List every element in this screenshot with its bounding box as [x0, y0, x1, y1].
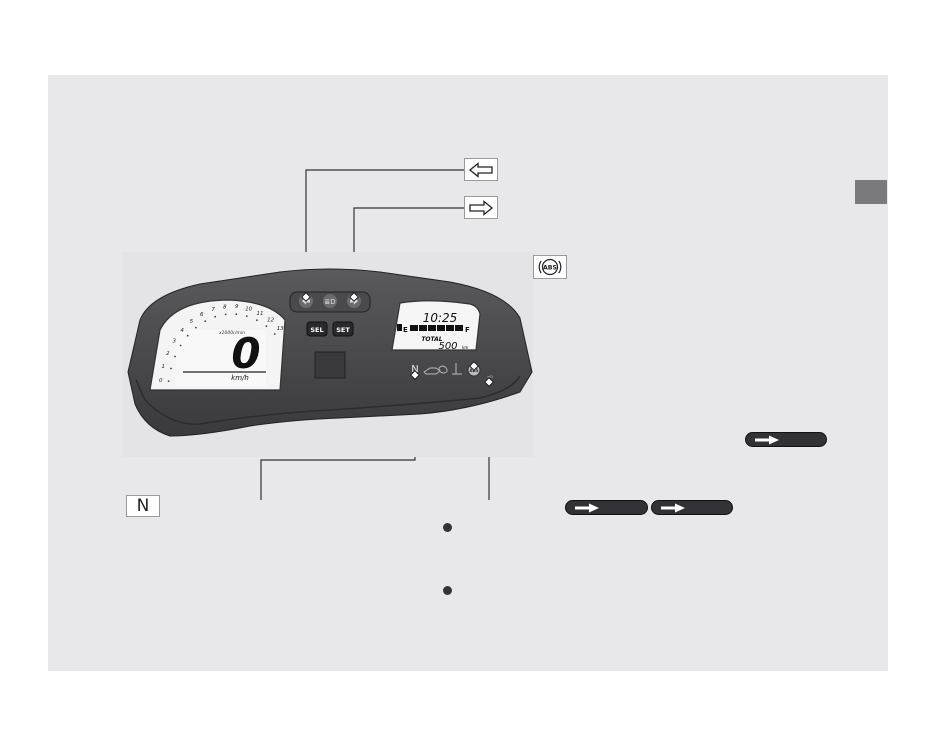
- tach-tick-mark: [235, 313, 238, 316]
- speed-readout: 0: [231, 329, 260, 378]
- tach-tick-mark: [179, 344, 182, 347]
- tach-tick-label: 7: [211, 307, 215, 313]
- neutral-indicator: N: [411, 364, 418, 375]
- tach-tick-label: 5: [190, 319, 194, 325]
- tach-tick-label: 9: [235, 304, 239, 310]
- tach-tick-mark: [245, 315, 248, 317]
- left-arrow-icon: [468, 161, 493, 178]
- tach-tick-mark: [214, 315, 217, 318]
- odometer-unit: km: [462, 345, 468, 350]
- abs-callout: ABS: [533, 255, 567, 279]
- set-button: [332, 321, 354, 337]
- tach-tick-label: 4: [180, 328, 184, 334]
- speed-unit: km/h: [231, 374, 249, 382]
- tach-tick-label: 8: [223, 304, 227, 310]
- tach-tick-mark: [273, 333, 276, 335]
- tach-tick-label: 12: [267, 317, 274, 323]
- set-button-label: SET: [336, 326, 350, 334]
- center-sensor: [314, 351, 346, 379]
- fuel-full-label: F: [465, 326, 470, 334]
- arrow-right-icon: [575, 503, 599, 512]
- tach-tick-mark: [256, 319, 258, 322]
- tach-tick-label: 1: [162, 364, 166, 370]
- odometer-label: TOTAL: [421, 336, 442, 343]
- sel-button-label: SEL: [310, 326, 323, 334]
- highbeam-lamp: ≣D: [324, 298, 335, 306]
- left-turn-callout: [464, 158, 498, 181]
- tach-tick-label: 0: [159, 378, 163, 384]
- bullet-point: [443, 586, 452, 595]
- odometer-readout: 500: [438, 341, 457, 352]
- tach-tick-mark: [224, 313, 227, 316]
- neutral-callout: N: [126, 495, 160, 517]
- tach-tick-label: 6: [200, 312, 204, 318]
- page-reference-pill[interactable]: [745, 432, 827, 447]
- right-arrow-icon: [469, 199, 494, 216]
- clock-readout: 10:25: [423, 311, 458, 325]
- abs-warning-icon: ABS: [538, 258, 562, 276]
- tach-tick-label: 3: [172, 339, 176, 345]
- section-tab[interactable]: [855, 180, 887, 204]
- bullet-point: [443, 523, 452, 532]
- arrow-right-icon: [661, 503, 685, 512]
- right-turn-callout: [464, 196, 498, 219]
- tach-tick-mark: [174, 355, 176, 358]
- highbeam-indicator: ≡D: [487, 375, 493, 379]
- tach-tick-label: 10: [245, 306, 252, 312]
- sel-button: [306, 321, 328, 337]
- arrow-right-icon: [755, 435, 779, 444]
- svg-text:ABS: ABS: [543, 265, 557, 272]
- page-reference-pill[interactable]: [565, 500, 648, 515]
- tach-tick-mark: [204, 320, 207, 323]
- tach-tick-label: 11: [257, 311, 264, 317]
- tach-tick-mark: [170, 367, 172, 370]
- tach-tick-mark: [167, 380, 170, 382]
- tach-tick-mark: [195, 326, 197, 329]
- rpm-label: x1000r/min: [218, 330, 245, 336]
- engine-check-indicator: [438, 365, 448, 374]
- tach-tick-mark: [186, 334, 189, 337]
- tach-tick-label: 2: [166, 351, 170, 357]
- neutral-callout-label: N: [136, 496, 150, 516]
- tach-tick-label: 13: [277, 326, 284, 332]
- fuel-pump-icon: [397, 324, 402, 331]
- page-reference-pill[interactable]: [651, 500, 733, 515]
- fuel-empty-label: E: [403, 326, 408, 334]
- tach-tick-mark: [265, 325, 268, 328]
- coolant-temp-indicator: [452, 363, 462, 375]
